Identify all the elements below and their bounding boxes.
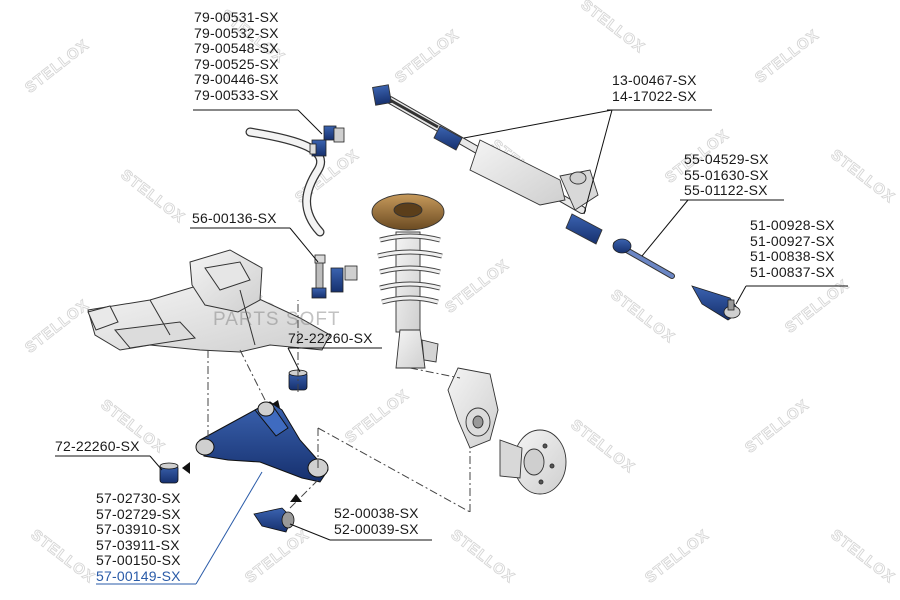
subframe-part [87, 249, 331, 353]
strut-assembly-part [371, 193, 445, 369]
part-number-link[interactable]: 72-22260-SX [55, 438, 140, 454]
brand-watermark: STELLOX [28, 526, 98, 586]
part-number-link[interactable]: 79-00548-SX [194, 40, 279, 56]
callout-leader-lines [55, 109, 848, 585]
callout-arm-bushing-front: 72-22260-SX [55, 438, 140, 455]
brand-watermark: STELLOX [742, 396, 812, 456]
part-number-link[interactable]: 14-17022-SX [612, 87, 697, 104]
callout-inner-tie-rods: 55-04529-SX 55-01630-SX 55-01122-SX [684, 151, 769, 199]
ball-joint-part [253, 507, 295, 533]
part-number-link[interactable]: 79-00532-SX [194, 24, 279, 41]
steering-rack-part [372, 84, 603, 245]
part-number-link[interactable]: 13-00467-SX [612, 72, 697, 88]
brand-watermark: STELLOX [752, 26, 822, 86]
assembly-guide-lines [207, 300, 471, 513]
brand-watermark: STELLOX [22, 296, 92, 356]
brand-watermark: STELLOX [828, 526, 898, 586]
inner-tie-rod-part [612, 238, 675, 279]
part-number-link[interactable]: 52-00039-SX [334, 520, 419, 537]
wheel-hub-part [499, 429, 567, 495]
assembly-arrows [182, 400, 302, 502]
part-number-link[interactable]: 57-03910-SX [96, 521, 181, 537]
part-number-link[interactable]: 79-00531-SX [194, 9, 279, 25]
callout-tie-rod-ends: 51-00928-SX 51-00927-SX 51-00838-SX 51-0… [750, 217, 835, 280]
part-number-link[interactable]: 72-22260-SX [288, 330, 373, 346]
stabilizer-bar-part [245, 127, 326, 237]
callout-ball-joints: 52-00038-SX 52-00039-SX [334, 505, 419, 537]
callout-stabilizer-bushings: 79-00531-SX 79-00532-SX 79-00548-SX 79-0… [194, 9, 279, 103]
lower-control-arm-part [195, 401, 329, 483]
callout-arm-bushing-rear: 72-22260-SX [288, 330, 373, 347]
brand-watermark: STELLOX [242, 526, 312, 586]
part-number-link[interactable]: 79-00525-SX [194, 55, 279, 72]
brand-watermark: STELLOX [22, 36, 92, 96]
part-number-link[interactable]: 57-02729-SX [96, 505, 181, 522]
part-number-link[interactable]: 57-00150-SX [96, 552, 181, 568]
part-number-link[interactable]: 57-02730-SX [96, 490, 181, 506]
brand-watermark: STELLOX [342, 386, 412, 446]
part-number-link[interactable]: 55-01630-SX [684, 166, 769, 183]
callout-stabilizer-link: 56-00136-SX [192, 210, 277, 227]
part-number-link[interactable]: 51-00837-SX [750, 263, 835, 280]
part-number-link[interactable]: 51-00838-SX [750, 248, 835, 264]
stabilizer-bushing-part [309, 125, 345, 157]
part-number-link[interactable]: 55-01122-SX [684, 182, 768, 198]
part-number-link[interactable]: 52-00038-SX [334, 505, 419, 521]
stabilizer-link-part [311, 254, 358, 299]
part-number-link-highlighted[interactable]: 57-00149-SX [96, 567, 181, 584]
part-number-link[interactable]: 51-00928-SX [750, 217, 835, 233]
brand-watermark: STELLOX [568, 416, 638, 476]
brand-watermark: STELLOX [448, 526, 518, 586]
steering-knuckle-part [447, 367, 499, 449]
brand-watermark: STELLOX [828, 146, 898, 206]
brand-watermark: STELLOX [782, 276, 852, 336]
callout-control-arms: 57-02730-SX 57-02729-SX 57-03910-SX 57-0… [96, 490, 181, 584]
part-number-link[interactable]: 56-00136-SX [192, 210, 277, 226]
overlay-watermark-text: PARTS SOFT [213, 309, 341, 330]
callout-steering-rack: 13-00467-SX 14-17022-SX [612, 72, 697, 104]
arm-bushing-front-part [159, 462, 179, 484]
part-number-link[interactable]: 79-00446-SX [194, 71, 279, 87]
part-number-link[interactable]: 57-03911-SX [96, 536, 180, 553]
brand-watermark: STELLOX [442, 256, 512, 316]
brand-watermark: STELLOX [578, 0, 648, 57]
part-number-link[interactable]: 51-00927-SX [750, 232, 835, 249]
brand-watermark: STELLOX [118, 166, 188, 226]
brand-watermark: STELLOX [392, 26, 462, 86]
brand-watermark: STELLOX [608, 286, 678, 346]
part-number-link[interactable]: 79-00533-SX [194, 86, 279, 103]
part-number-link[interactable]: 55-04529-SX [684, 151, 769, 167]
brand-watermark: STELLOX [642, 526, 712, 586]
tie-rod-end-part [691, 285, 741, 321]
